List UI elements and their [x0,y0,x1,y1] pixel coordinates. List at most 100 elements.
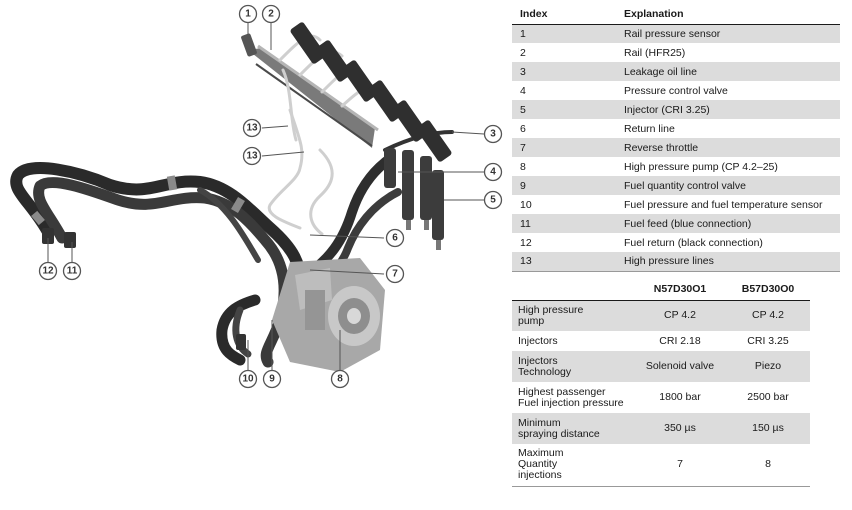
svg-text:9: 9 [269,374,275,385]
svg-text:4: 4 [490,167,496,178]
table-row: Injectors CRI 2.18 CRI 3.25 [512,331,810,351]
row-explanation: High pressure pump (CP 4.2–25) [616,157,840,176]
row-index: 7 [512,138,616,157]
n57-value: Solenoid valve [634,351,726,382]
header-blank [512,278,634,301]
callout-1: 1 [238,4,258,24]
header-b57: B57D30O0 [726,278,810,301]
svg-text:10: 10 [242,374,254,385]
row-explanation: Rail (HFR25) [616,43,840,62]
callout-3: 3 [483,124,503,144]
row-index: 13 [512,252,616,272]
b57-value: CP 4.2 [726,300,810,331]
index-table-header: Index Explanation [512,4,840,25]
header-index: Index [512,4,616,25]
hose-connectors [42,228,246,350]
svg-text:8: 8 [337,374,343,385]
row-index: 8 [512,157,616,176]
svg-text:13: 13 [246,123,258,134]
n57-value: CRI 2.18 [634,331,726,351]
row-explanation: Reverse throttle [616,138,840,157]
n57-value: CP 4.2 [634,300,726,331]
svg-text:3: 3 [490,129,496,140]
svg-text:6: 6 [392,233,398,244]
n57-value: 350 µs [634,413,726,444]
svg-text:13: 13 [246,151,258,162]
row-index: 10 [512,195,616,214]
high-pressure-pump [272,258,385,372]
header-explanation: Explanation [616,4,840,25]
fuel-rail [241,33,379,148]
row-explanation: Rail pressure sensor [616,24,840,43]
callout-11: 11 [62,261,82,281]
fuel-system-illustration: 1 2 3 4 5 6 7 8 9 10 11 12 13 13 [10,4,503,389]
row-index: 3 [512,62,616,81]
svg-text:11: 11 [67,266,78,277]
row-explanation: High pressure lines [616,252,840,272]
callout-9: 9 [262,369,282,389]
callout-8: 8 [330,369,350,389]
b57-value: 8 [726,444,810,487]
b57-value: Piezo [726,351,810,382]
row-index: 5 [512,100,616,119]
row-explanation: Fuel pressure and fuel temperature senso… [616,195,840,214]
callout-6: 6 [385,228,405,248]
callout-13a: 13 [242,118,262,138]
row-explanation: Leakage oil line [616,62,840,81]
row-index: 6 [512,119,616,138]
row-explanation: Fuel feed (blue connection) [616,214,840,233]
row-index: 9 [512,176,616,195]
row-explanation: Pressure control valve [616,81,840,100]
b57-value: 2500 bar [726,382,810,413]
row-index: 11 [512,214,616,233]
svg-text:5: 5 [490,195,496,206]
row-label: Injectors [512,331,634,351]
row-index: 1 [512,24,616,43]
svg-text:1: 1 [245,9,251,20]
injectors [290,22,452,250]
svg-text:7: 7 [392,269,398,280]
hose-clamps [31,175,245,226]
callout-leaders [47,14,485,370]
row-explanation: Fuel return (black connection) [616,233,840,252]
row-index: 2 [512,43,616,62]
callout-4: 4 [483,162,503,182]
row-explanation: Fuel quantity control valve [616,176,840,195]
callouts: 1 2 3 4 5 6 7 8 9 10 11 12 13 13 [38,4,503,389]
row-explanation: Injector (CRI 3.25) [616,100,840,119]
n57-value: 7 [634,444,726,487]
callout-10: 10 [238,369,258,389]
row-index: 4 [512,81,616,100]
n57-value: 1800 bar [634,382,726,413]
b57-value: 150 µs [726,413,810,444]
callout-12: 12 [38,261,58,281]
row-index: 12 [512,233,616,252]
svg-text:12: 12 [42,266,54,277]
callout-13b: 13 [242,146,262,166]
callout-7: 7 [385,264,405,284]
